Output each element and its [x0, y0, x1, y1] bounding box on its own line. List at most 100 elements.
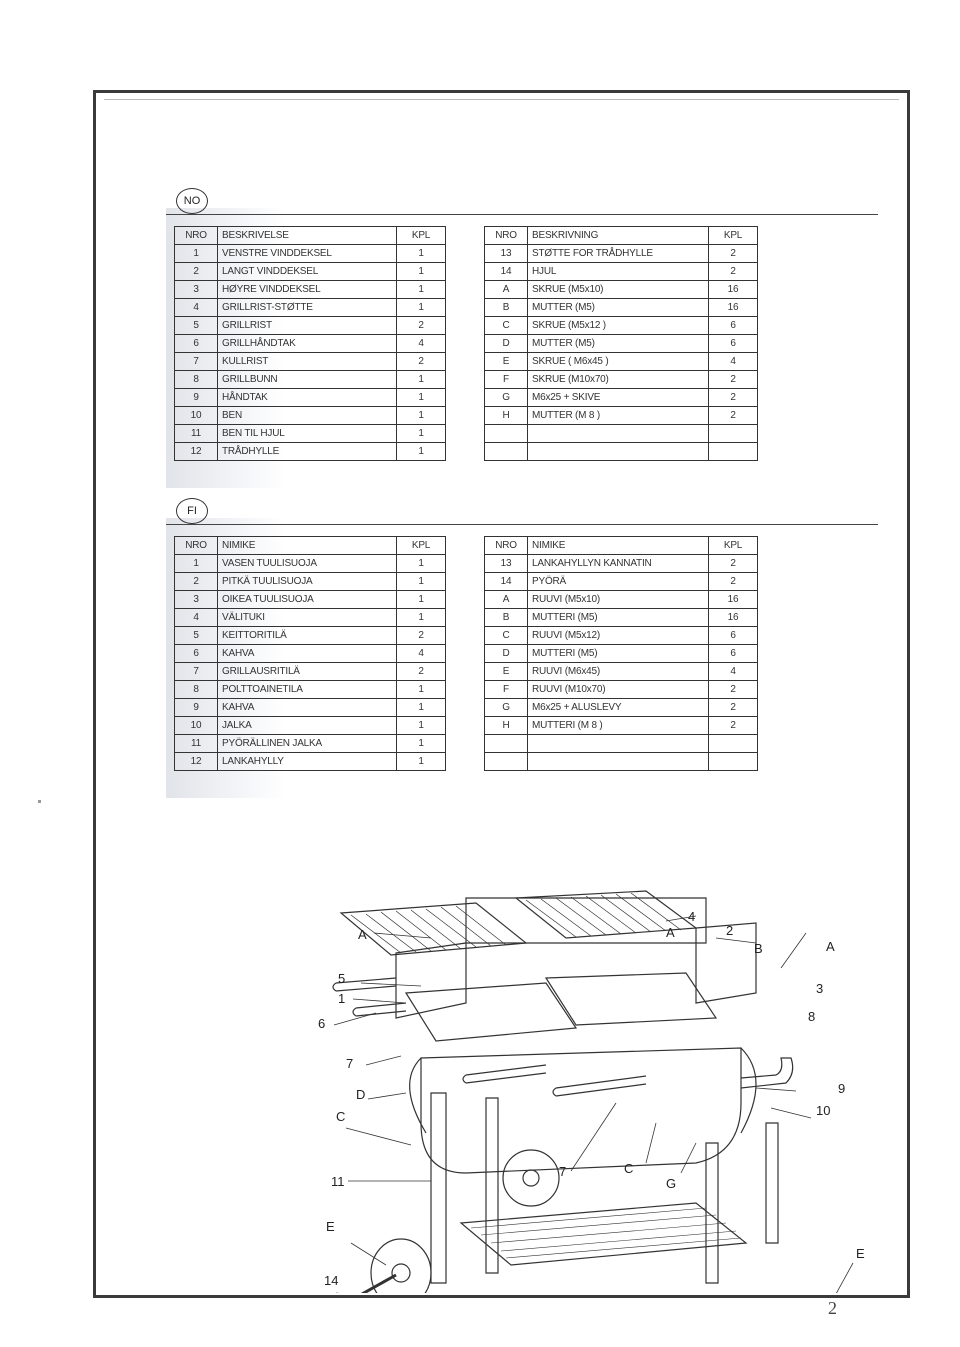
cell-description: MUTTER (M5) [527, 298, 709, 317]
callout-c-center: C [624, 1161, 633, 1176]
cell-nro: 13 [484, 244, 528, 263]
cell-kpl: 1 [396, 698, 446, 717]
callout-2: 2 [726, 923, 733, 938]
cell-description [527, 424, 709, 443]
cell-kpl: 1 [396, 752, 446, 771]
lang-badge-fi: FI [176, 498, 208, 524]
cell-description: SKRUE (M5x10) [527, 280, 709, 299]
cell-kpl: 2 [708, 716, 758, 735]
cell-kpl: 6 [708, 316, 758, 335]
wire-shelf [459, 1202, 748, 1266]
cell-description [527, 752, 709, 771]
cell-kpl: 2 [708, 370, 758, 389]
table-row [484, 442, 758, 461]
cell-description: BEN [217, 406, 397, 425]
scan-speck [38, 800, 41, 803]
cell-description: VASEN TUULISUOJA [217, 554, 397, 573]
cell-nro: A [484, 280, 528, 299]
cell-description: KAHVA [217, 644, 397, 663]
callout-9: 9 [838, 1081, 845, 1096]
header-nro: NRO [484, 536, 528, 555]
cell-kpl: 16 [708, 280, 758, 299]
cell-nro: 6 [174, 334, 218, 353]
cell-kpl: 1 [396, 716, 446, 735]
cell-nro: 3 [174, 280, 218, 299]
cell-kpl: 1 [396, 370, 446, 389]
cell-kpl: 1 [396, 388, 446, 407]
cell-nro: H [484, 716, 528, 735]
cell-kpl: 16 [708, 608, 758, 627]
cell-description: JALKA [217, 716, 397, 735]
side-handle [740, 1057, 794, 1089]
cell-kpl: 2 [396, 352, 446, 371]
header-kpl: KPL [396, 536, 446, 555]
diagram-callouts: A A 4 2 B A 3 8 5 1 6 7 D C 9 10 11 7 C … [318, 909, 865, 1288]
cell-nro: 10 [174, 716, 218, 735]
cell-description: STØTTE FOR TRÅDHYLLE [527, 244, 709, 263]
cell-kpl: 2 [708, 388, 758, 407]
cell-kpl: 1 [396, 406, 446, 425]
cell-description: MUTTERI (M 8 ) [527, 716, 709, 735]
cell-description: HJUL [527, 262, 709, 281]
callout-5: 5 [338, 971, 345, 986]
callout-8: 8 [808, 1009, 815, 1024]
callout-e-right: E [856, 1246, 865, 1261]
cell-kpl: 2 [708, 244, 758, 263]
cell-description: GRILLBUNN [217, 370, 397, 389]
cell-description: LANKAHYLLY [217, 752, 397, 771]
charcoal-grate-left [404, 982, 578, 1042]
front-wheel [370, 1238, 432, 1293]
cell-kpl: 4 [396, 334, 446, 353]
cell-description: VENSTRE VINDDEKSEL [217, 244, 397, 263]
cell-kpl [708, 424, 758, 443]
cell-description: KAHVA [217, 698, 397, 717]
cell-kpl: 6 [708, 334, 758, 353]
callout-3: 3 [816, 981, 823, 996]
cell-description: SKRUE (M5x12 ) [527, 316, 709, 335]
cell-description [527, 442, 709, 461]
cell-kpl: 1 [396, 572, 446, 591]
cell-description: M6x25 + SKIVE [527, 388, 709, 407]
callout-a-left: A [358, 927, 367, 942]
header-description: BESKRIVELSE [217, 226, 397, 245]
header-nro: NRO [484, 226, 528, 245]
cell-nro: 5 [174, 626, 218, 645]
cell-kpl: 2 [708, 406, 758, 425]
lang-badge-no: NO [176, 188, 208, 214]
header-nro: NRO [174, 536, 218, 555]
table-header-row: NRO BESKRIVELSE KPL [174, 226, 446, 245]
cell-kpl: 2 [708, 554, 758, 573]
cell-description: MUTTER (M 8 ) [527, 406, 709, 425]
table-header-row: NRO NIMIKE KPL [484, 536, 758, 555]
cell-kpl [708, 752, 758, 771]
cell-description: HÅNDTAK [217, 388, 397, 407]
cell-kpl: 4 [708, 662, 758, 681]
table-header-row: NRO NIMIKE KPL [174, 536, 446, 555]
cell-nro: A [484, 590, 528, 609]
cell-nro: 1 [174, 554, 218, 573]
cell-kpl: 1 [396, 262, 446, 281]
right-grate-wires [525, 892, 682, 938]
cell-nro: 10 [174, 406, 218, 425]
callout-a-right: A [826, 939, 835, 954]
callout-b: B [754, 941, 763, 956]
table-row [484, 734, 758, 753]
leg-back-left [485, 1097, 499, 1274]
